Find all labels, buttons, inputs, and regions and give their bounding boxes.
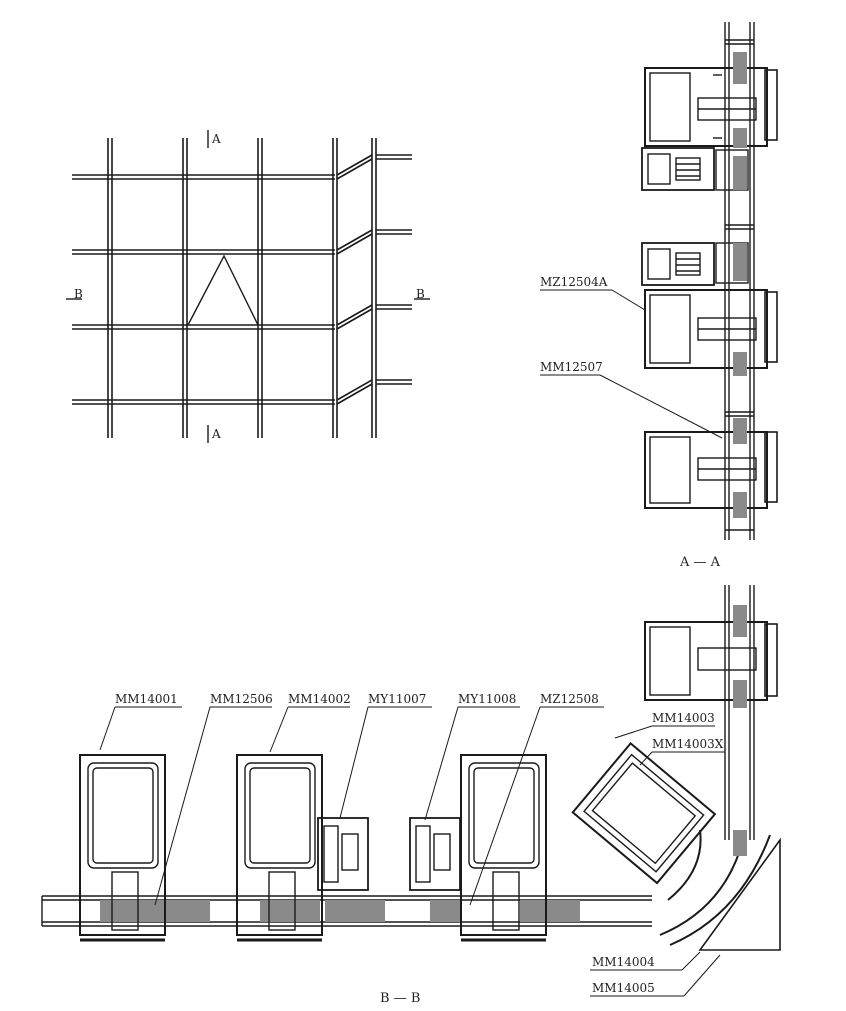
callout-my11007: MY11007 (368, 692, 426, 706)
section-mark-left-b: B (74, 287, 83, 301)
callout-mm14003: MM14003 (652, 711, 715, 725)
callout-mm14005: MM14005 (592, 981, 655, 995)
spacer-fill (733, 52, 747, 84)
callout-mm12507: MM12507 (540, 360, 603, 374)
section-aa (641, 22, 778, 540)
section-bb-labels: MM14001 MM12506 MM14002 MY11007 MY11008 … (115, 692, 724, 1006)
callout-mm14001: MM14001 (115, 692, 178, 706)
section-aa-callouts: MZ12504A MM12507 A — A (540, 275, 723, 570)
section-aa-caption: A — A (679, 555, 721, 570)
callout-mm14004: MM14004 (592, 955, 655, 969)
section-bb (41, 585, 781, 951)
section-mark-top-a: A (211, 132, 221, 146)
section-bb-caption: B — B (380, 991, 420, 1006)
callout-mm14003x: MM14003X (652, 737, 724, 751)
section-bb-callouts (99, 706, 725, 997)
callout-my11008: MY11008 (458, 692, 516, 706)
section-mark-bottom-a: A (211, 427, 221, 441)
elevation-grid (72, 138, 412, 438)
callout-mm14002: MM14002 (288, 692, 351, 706)
section-mark-right-b: B (416, 287, 425, 301)
callout-mz12508: MZ12508 (540, 692, 599, 706)
section-markers-elevation: A A B B (66, 130, 430, 443)
callout-mz12504a: MZ12504A (540, 275, 608, 289)
callout-mm12506: MM12506 (210, 692, 273, 706)
